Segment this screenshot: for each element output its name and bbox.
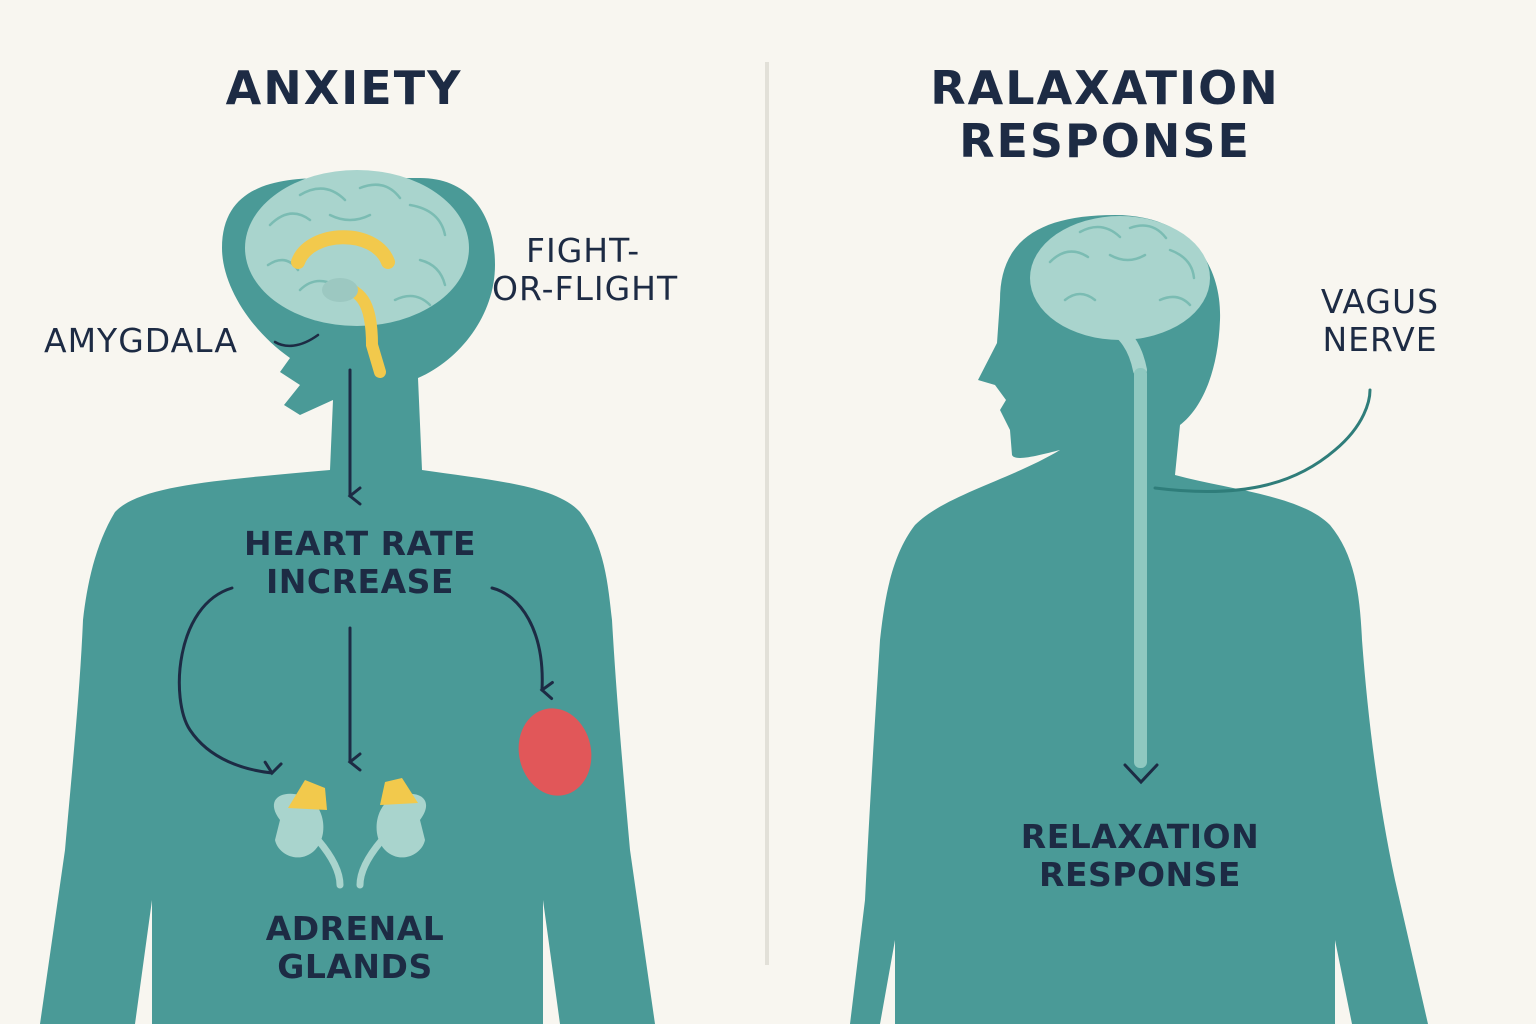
amygdala-leader [273, 333, 320, 348]
relaxation-title-line-1: RALAXATION [930, 61, 1280, 115]
right-adrenal-gland [380, 778, 418, 805]
amygdala-label: AMYGDALA [44, 321, 238, 360]
amygdala-spot [322, 278, 358, 302]
fight-line-1: FIGHT- [526, 231, 641, 270]
right-kidney [376, 793, 427, 858]
heart-line-2: INCREASE [266, 561, 454, 601]
vagus-line-1: VAGUS [1320, 282, 1440, 321]
arrow-heart-to-kidney-curve [177, 586, 283, 776]
adrenal-line-1: ADRENAL [265, 909, 445, 948]
relaxation-figure [850, 215, 1428, 1024]
heart-rate-label: HEART RATE INCREASE [210, 525, 510, 601]
limbic-arc [291, 230, 395, 269]
arrow-heart-to-muscle-curve [490, 586, 554, 700]
vagus-line-2: NERVE [1322, 319, 1438, 359]
left-adrenal-gland [288, 780, 327, 810]
relaxation-brain-folds [1048, 224, 1196, 307]
adrenal-glands-label: ADRENAL GLANDS [205, 910, 505, 986]
anxiety-title: ANXIETY [225, 61, 463, 115]
spinal-cord [1134, 368, 1147, 768]
left-kidney [273, 793, 324, 858]
relaxation-body-line-2: RESPONSE [1039, 854, 1241, 894]
relaxation-arrow-head [1123, 763, 1159, 785]
fight-line-2: OR-FLIGHT [492, 268, 679, 308]
vagus-nerve-branch [1153, 388, 1372, 494]
relaxation-response-label: RELAXATION RESPONSE [990, 818, 1290, 894]
anxiety-brain-folds [266, 183, 447, 307]
relaxation-brain [1030, 216, 1210, 340]
anxiety-figure [40, 170, 655, 1024]
relaxation-title: RALAXATION RESPONSE [880, 62, 1330, 168]
relaxation-title-line-2: RESPONSE [959, 113, 1251, 168]
relaxation-brainstem [1103, 315, 1147, 377]
anxiety-body-silhouette [40, 178, 655, 1024]
vagus-nerve-label: VAGUS NERVE [1300, 283, 1460, 359]
fight-or-flight-label: FIGHT- OR-FLIGHT [492, 232, 678, 308]
adrenal-line-2: GLANDS [277, 946, 433, 986]
anxiety-brain [245, 170, 469, 326]
heart-line-1: HEART RATE [243, 524, 477, 563]
relaxation-body-line-1: RELAXATION [1020, 817, 1260, 856]
anxiety-arrows [177, 333, 554, 776]
arm-muscle-highlight [518, 708, 592, 796]
